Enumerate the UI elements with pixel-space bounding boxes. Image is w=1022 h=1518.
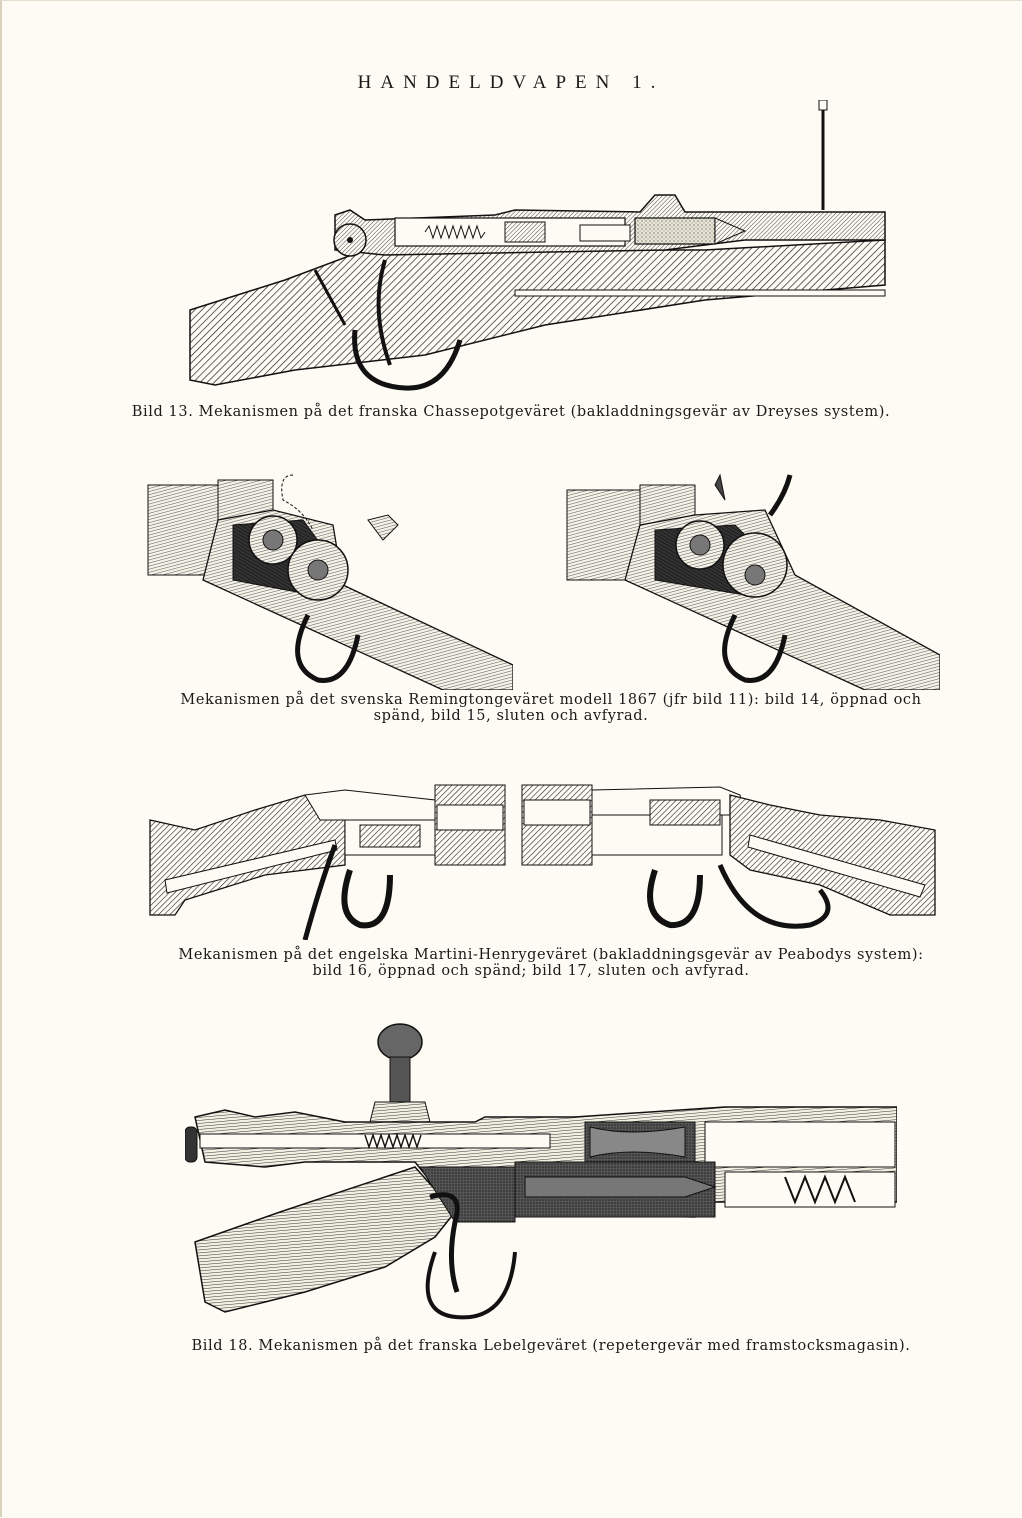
illustration-chassepot <box>185 100 897 392</box>
page-heading: HANDELDVAPEN 1. <box>357 72 665 93</box>
remington-open-drawing <box>147 474 513 690</box>
caption-line: spänd, bild 15, sluten och avfyrad. <box>373 708 649 724</box>
martini-henry-open-drawing <box>149 784 506 940</box>
caption-line: Bild 18. Mekanismen på det franska Lebel… <box>191 1338 911 1354</box>
caption-bild-14-15: Mekanismen på det svenska Remingtongevär… <box>0 692 1022 724</box>
chassepot-rifle-drawing <box>189 100 886 391</box>
illustration-remington-closed <box>565 465 940 690</box>
caption-line: bild 16, öppnad och spänd; bild 17, slut… <box>312 963 750 979</box>
illustration-martini-henry-open <box>145 775 515 940</box>
lebel-rifle-drawing <box>185 1023 897 1320</box>
caption-bild-16-17: Mekanismen på det engelska Martini-Henry… <box>0 947 1022 979</box>
caption-line: Mekanismen på det engelska Martini-Henry… <box>178 947 924 963</box>
caption-bild-13: Bild 13. Mekanismen på det franska Chass… <box>0 404 1022 420</box>
caption-bild-18: Bild 18. Mekanismen på det franska Lebel… <box>0 1338 1022 1354</box>
illustration-remington-open <box>143 465 513 690</box>
remington-closed-drawing <box>566 473 940 690</box>
illustration-martini-henry-closed <box>520 775 940 940</box>
martini-henry-closed-drawing <box>521 784 936 929</box>
illustration-lebel <box>185 1022 897 1322</box>
caption-line: Bild 13. Mekanismen på det franska Chass… <box>131 404 891 420</box>
caption-line: Mekanismen på det svenska Remingtongevär… <box>180 692 922 708</box>
